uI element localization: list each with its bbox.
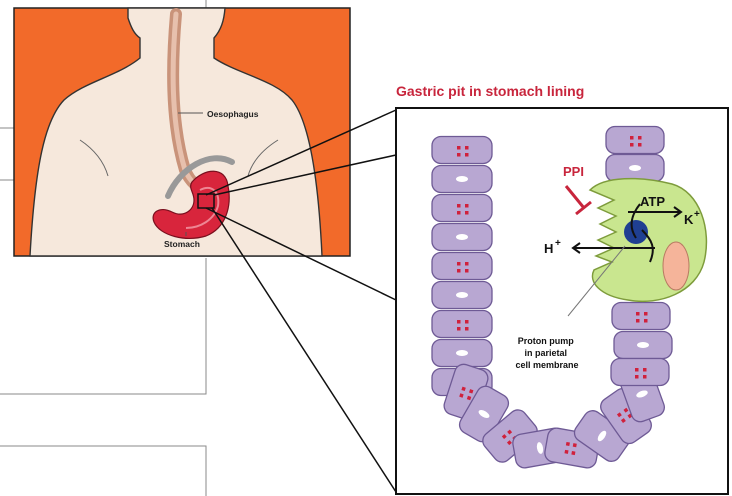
nucleus-dot xyxy=(644,319,648,323)
cell-vacuole xyxy=(456,350,468,356)
nucleus-dot xyxy=(630,143,634,147)
nucleus-dot xyxy=(643,375,647,379)
nucleus-dot xyxy=(457,262,461,266)
cell-vacuole xyxy=(456,234,468,240)
nucleus-dot xyxy=(465,204,469,208)
stomach-label: Stomach xyxy=(164,239,200,249)
nucleus-dot xyxy=(465,327,469,331)
proton-pump-label: Proton pump in parietal cell membrane xyxy=(515,336,578,370)
lining-cell xyxy=(614,332,672,359)
nucleus-dot xyxy=(643,368,647,372)
lining-cell xyxy=(611,359,669,386)
cell-vacuole xyxy=(629,165,641,171)
lining-cell xyxy=(432,166,492,193)
nucleus-dot xyxy=(638,143,642,147)
nucleus-dot xyxy=(457,269,461,273)
lining-cell xyxy=(432,340,492,367)
nucleus-dot xyxy=(457,204,461,208)
nucleus-dot xyxy=(635,375,639,379)
nucleus-dot xyxy=(457,211,461,215)
nucleus-dot xyxy=(636,312,640,316)
oesophagus-label: Oesophagus xyxy=(207,109,259,119)
cell-vacuole xyxy=(637,342,649,348)
nucleus-dot xyxy=(566,442,570,446)
nucleus-dot xyxy=(638,136,642,140)
k-ion-label: K xyxy=(684,212,694,227)
nucleus-dot xyxy=(564,450,568,454)
nucleus-dot xyxy=(571,451,575,455)
nucleus-dot xyxy=(635,368,639,372)
nucleus-dot xyxy=(644,312,648,316)
nucleus-dot xyxy=(465,146,469,150)
nucleus-dot xyxy=(457,153,461,157)
nucleus-dot xyxy=(457,146,461,150)
lining-cell xyxy=(432,282,492,309)
lining-cell xyxy=(432,311,492,338)
nucleus-dot xyxy=(457,327,461,331)
parietal-nucleus xyxy=(663,242,689,290)
lining-cell xyxy=(432,137,492,164)
cell-vacuole xyxy=(456,292,468,298)
h-ion-label: H xyxy=(544,241,553,256)
ppi-label: PPI xyxy=(563,164,584,179)
lining-cell xyxy=(606,127,664,154)
lining-cell xyxy=(612,303,670,330)
nucleus-dot xyxy=(465,211,469,215)
nucleus-dot xyxy=(465,262,469,266)
atp-label: ATP xyxy=(640,194,665,209)
nucleus-dot xyxy=(465,153,469,157)
h-ion-charge: + xyxy=(555,238,561,249)
panel-title: Gastric pit in stomach lining xyxy=(396,83,584,99)
nucleus-dot xyxy=(573,443,577,447)
lining-cell xyxy=(432,224,492,251)
nucleus-dot xyxy=(636,319,640,323)
lining-cell xyxy=(606,155,664,182)
nucleus-dot xyxy=(457,320,461,324)
lining-cell xyxy=(432,195,492,222)
left-cell-column xyxy=(432,137,492,396)
nucleus-dot xyxy=(630,136,634,140)
nucleus-dot xyxy=(465,320,469,324)
cell-vacuole xyxy=(456,176,468,182)
nucleus-dot xyxy=(465,269,469,273)
k-ion-charge: + xyxy=(694,209,700,220)
torso-panel: Oesophagus Stomach xyxy=(14,8,350,256)
lining-cell xyxy=(432,253,492,280)
